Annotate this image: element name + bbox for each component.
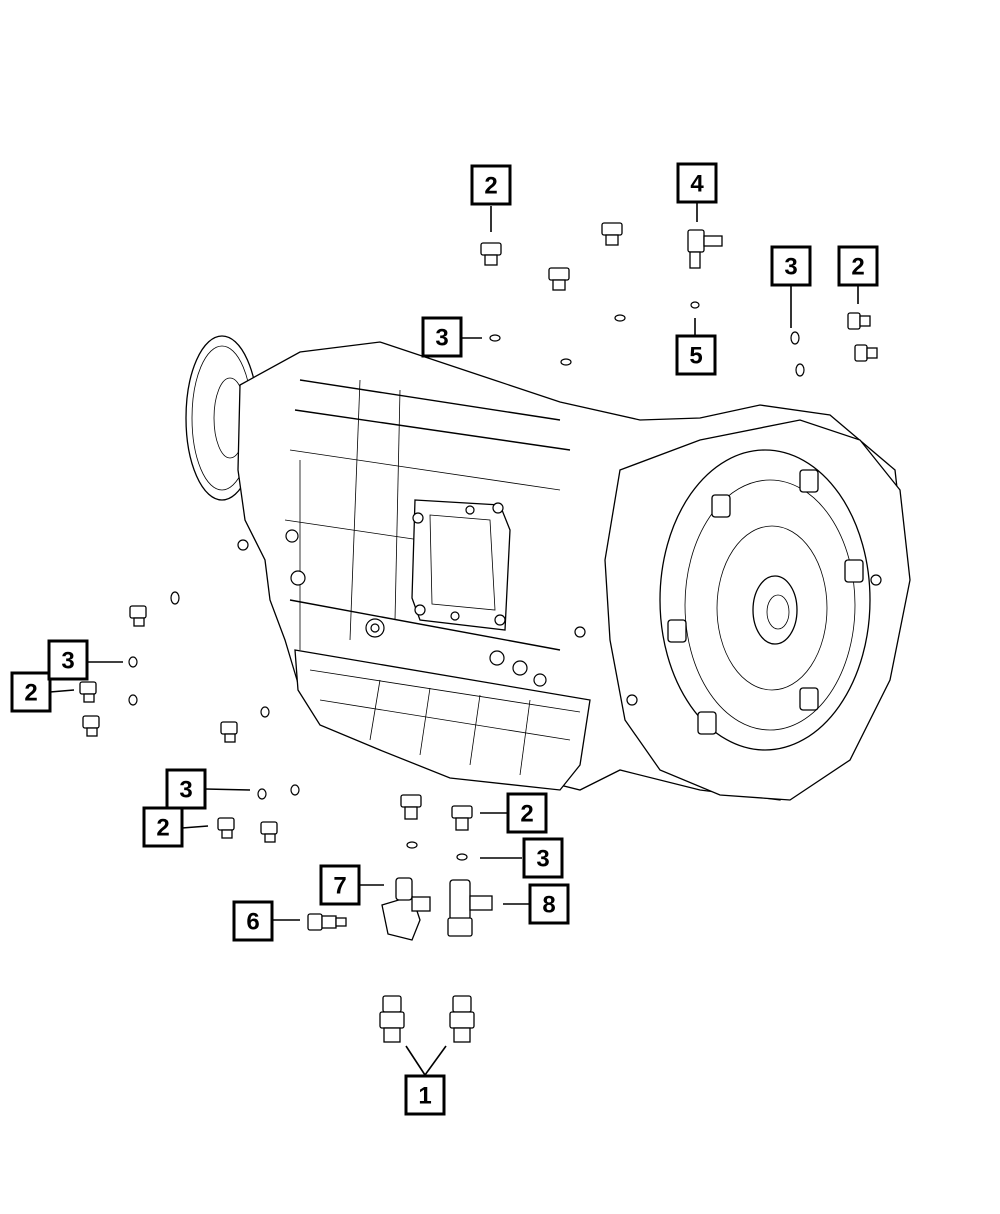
elbow-fitting — [687, 229, 723, 269]
plug-left-2 — [79, 681, 97, 703]
callout-6-label: 6 — [246, 909, 259, 936]
callout-2-right: 2 — [837, 245, 879, 287]
callout-6: 6 — [232, 900, 274, 942]
callout-3-lower-left: 3 — [165, 768, 207, 810]
callout-1-label: 1 — [418, 1083, 431, 1110]
callout-2-lower-left-label: 2 — [156, 815, 169, 842]
side-cover — [411, 499, 511, 631]
plug-right-2 — [854, 344, 878, 362]
callout-2-left: 2 — [10, 671, 52, 713]
plug-lower-1 — [217, 817, 235, 839]
callout-4: 4 — [676, 162, 718, 204]
callout-3-top-right-label: 3 — [784, 254, 797, 281]
plug-bottom-2 — [451, 805, 473, 831]
plugs — [79, 222, 878, 843]
callout-8-label: 8 — [542, 892, 555, 919]
banjo-fitting-left — [381, 877, 431, 941]
callout-2-lower-right-label: 2 — [520, 801, 533, 828]
plug-top-mid — [548, 267, 570, 291]
banjo-fitting-right — [447, 879, 493, 937]
callout-7: 7 — [319, 864, 361, 906]
plug-top-right — [601, 222, 623, 246]
o-rings — [128, 301, 805, 861]
callout-3-lower-right-label: 3 — [536, 846, 549, 873]
cooler-fitting-right — [449, 995, 475, 1043]
callout-1: 1 — [404, 1074, 446, 1116]
plug-left-4 — [220, 721, 238, 743]
callout-7-label: 7 — [333, 873, 346, 900]
callout-2-lower-right: 2 — [506, 792, 548, 834]
plug-left-1 — [129, 605, 147, 627]
callout-3-top-right: 3 — [770, 245, 812, 287]
callout-3-top-left: 3 — [421, 316, 463, 358]
callout-5-label: 5 — [689, 343, 702, 370]
callout-3-top-left-label: 3 — [435, 325, 448, 352]
plug-bottom-1 — [400, 794, 422, 820]
callout-5: 5 — [675, 334, 717, 376]
callout-2-right-label: 2 — [851, 254, 864, 281]
leader-lines — [49, 203, 859, 1076]
callout-2-left-label: 2 — [24, 680, 37, 707]
transmission-assembly — [185, 335, 911, 801]
callout-4-label: 4 — [690, 171, 704, 198]
callout-2-top: 2 — [470, 164, 512, 206]
callout-8: 8 — [528, 883, 570, 925]
plug-top-left — [480, 242, 502, 266]
temperature-sensor — [307, 913, 347, 931]
callout-3-left: 3 — [47, 639, 89, 681]
callout-3-left-label: 3 — [61, 648, 74, 675]
plug-lower-2 — [260, 821, 278, 843]
cooler-fitting-left — [379, 995, 405, 1043]
callout-2-top-label: 2 — [484, 173, 497, 200]
plug-right-1 — [847, 312, 871, 330]
callout-3-lower-left-label: 3 — [179, 777, 192, 804]
callout-2-lower-left: 2 — [142, 806, 184, 848]
plug-left-3 — [82, 715, 100, 737]
callout-3-lower-right: 3 — [522, 837, 564, 879]
